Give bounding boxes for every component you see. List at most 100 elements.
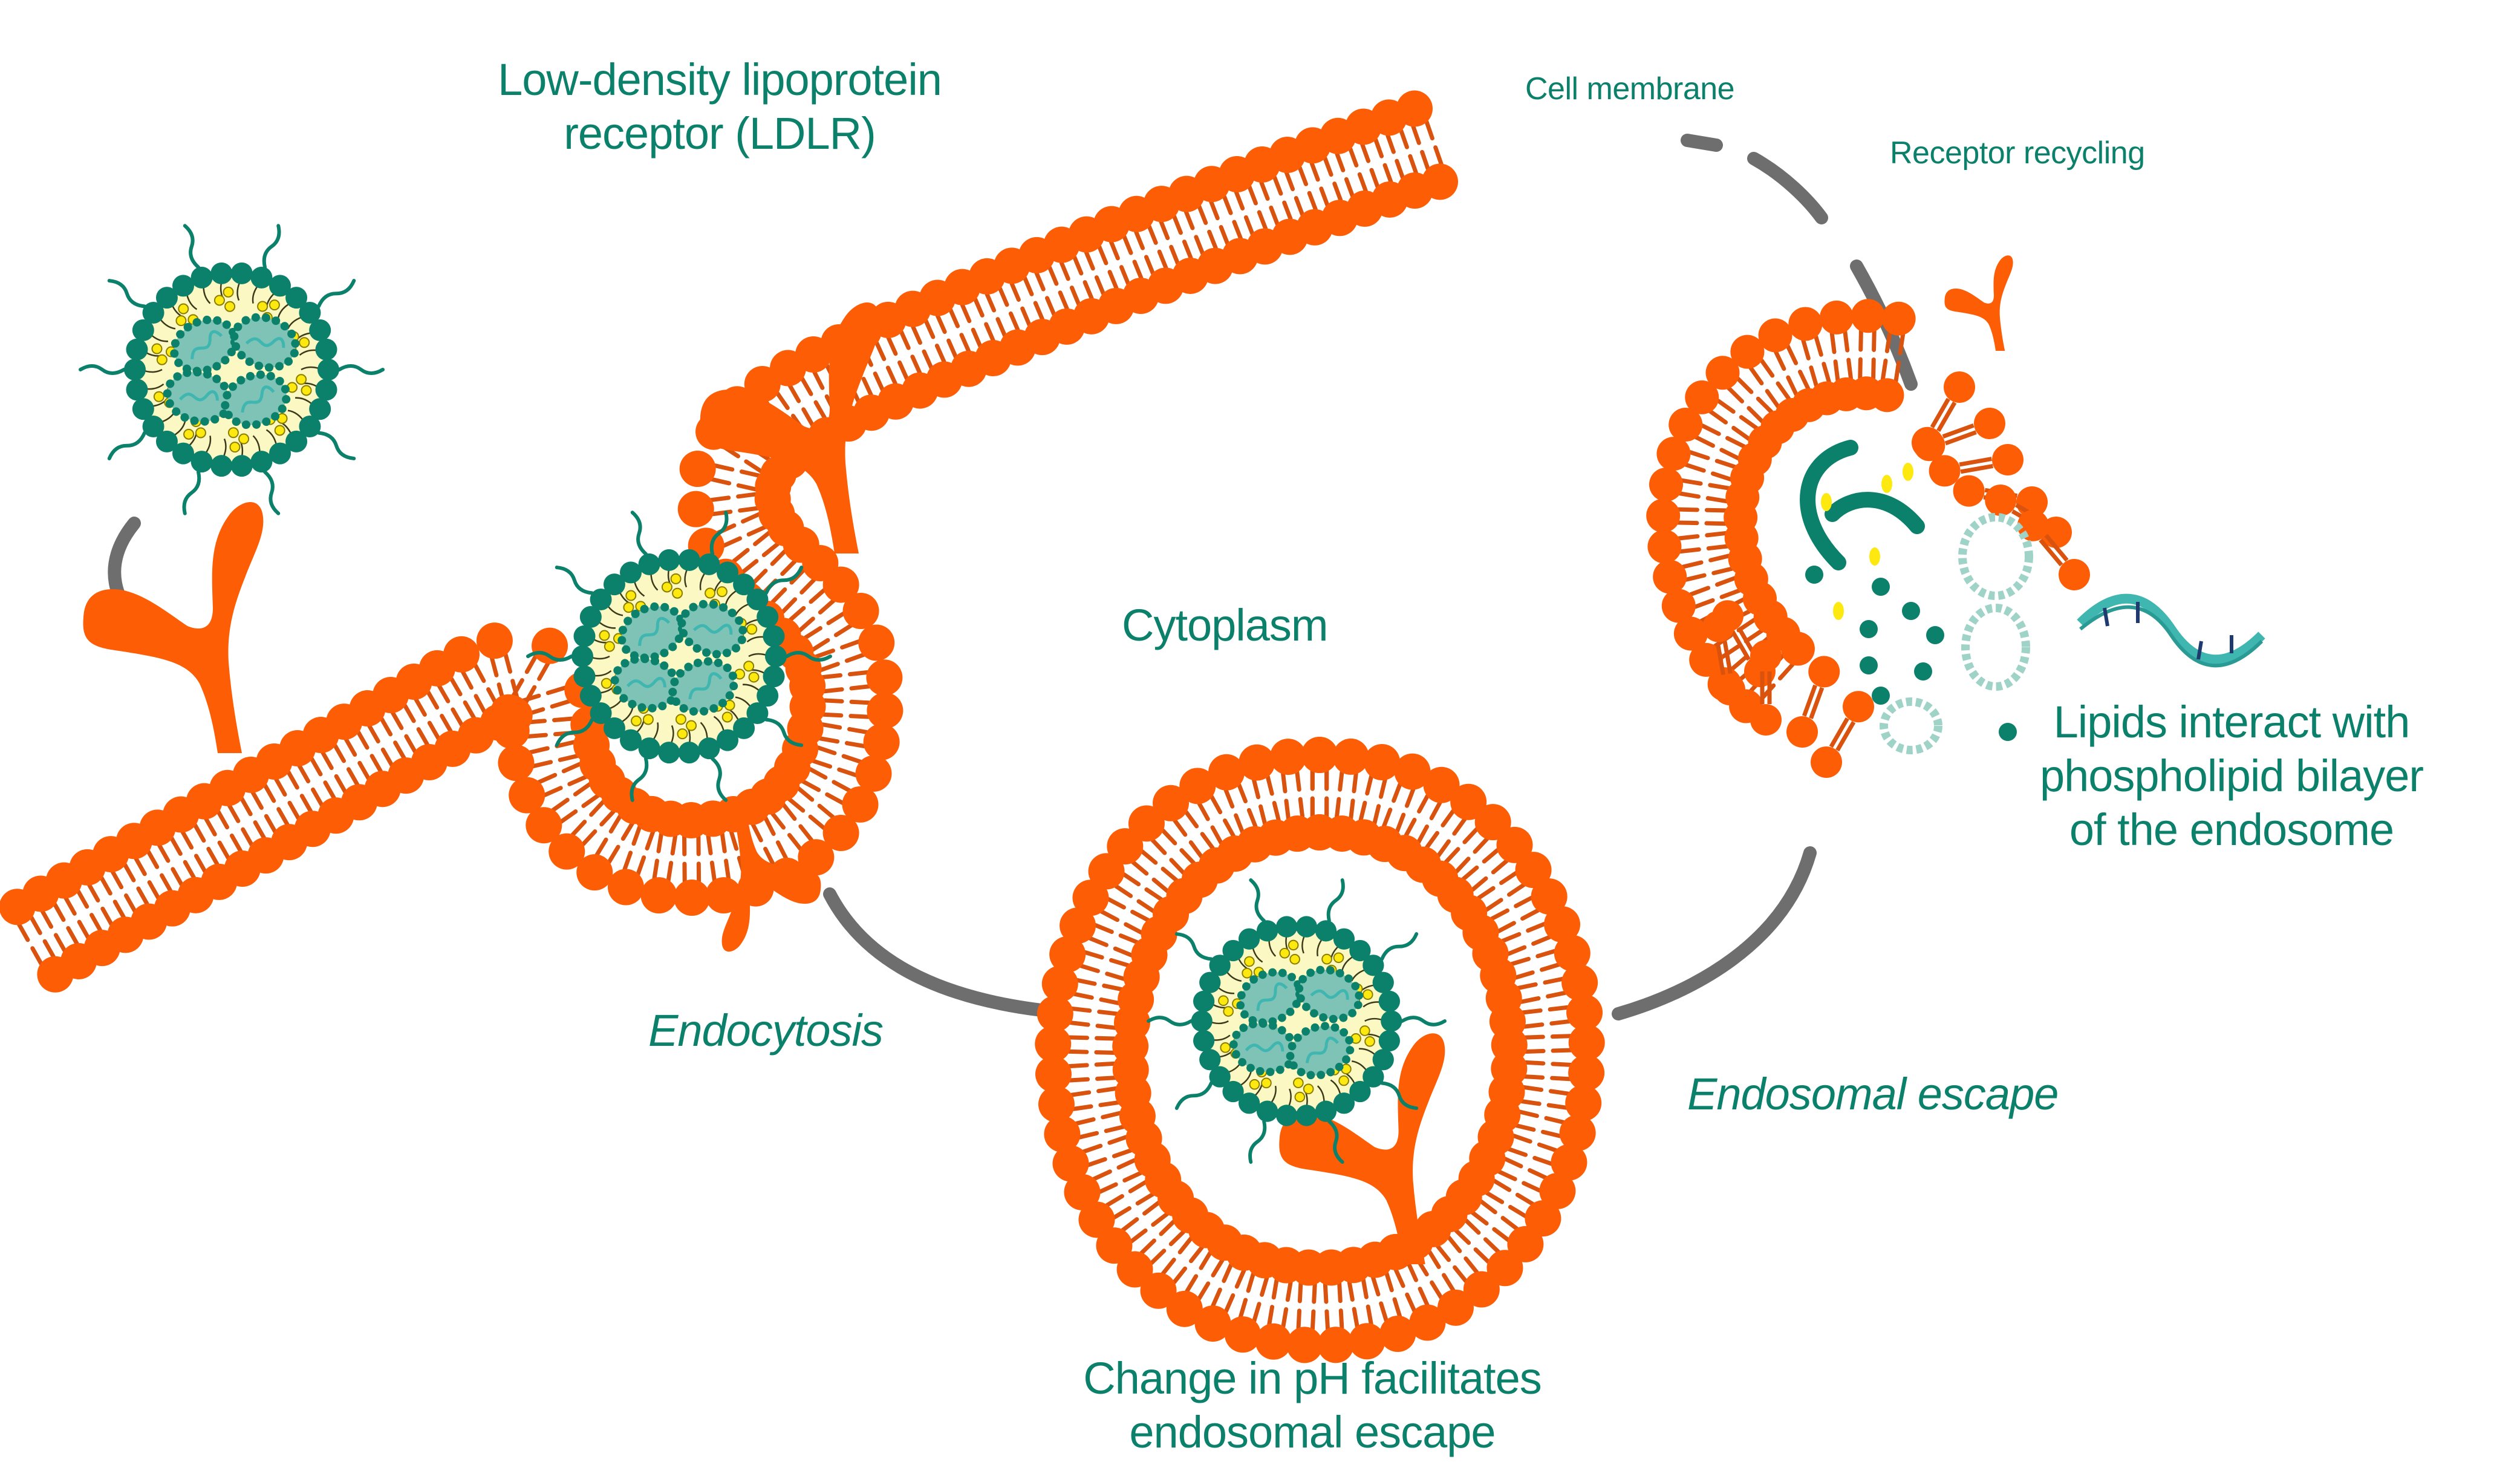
free-phospholipid-icon xyxy=(1929,444,2023,487)
phospholipid-head xyxy=(1301,737,1338,774)
phospholipid-head xyxy=(705,877,742,914)
ionizable-lipid-icon xyxy=(1805,566,1823,584)
phospholipid-head xyxy=(1349,1323,1385,1360)
ph-change-line-2: endosomal escape xyxy=(1129,1406,1496,1457)
phospholipid-head xyxy=(532,627,568,664)
cycle-arrow-icon xyxy=(1681,134,1723,152)
phospholipid-head xyxy=(863,723,900,760)
receptor-recycling-label: Receptor recycling xyxy=(1890,135,2145,171)
ldlr-label-line-1: Low-density lipoprotein xyxy=(498,54,942,105)
endosome-bilayer xyxy=(1035,737,1605,1363)
phospholipid-head xyxy=(674,879,711,916)
ionizable-lipid-icon xyxy=(1999,723,2017,741)
phospholipid-head xyxy=(493,712,530,749)
phospholipid-head xyxy=(1409,1304,1446,1341)
phospholipid-head xyxy=(1208,754,1245,791)
phospholipid-head xyxy=(842,593,879,630)
phospholipid-head xyxy=(1179,768,1216,805)
phospholipid-head xyxy=(1394,753,1431,790)
phospholipid-head xyxy=(1255,1323,1292,1360)
ph-change-line-1: Change in pH facilitates xyxy=(1083,1353,1542,1403)
phospholipid-head xyxy=(1496,826,1533,863)
phospholipid-head xyxy=(858,624,895,661)
phospholipid-head xyxy=(1661,589,1696,623)
phospholipid-head xyxy=(1525,1200,1561,1237)
free-phospholipid-icon xyxy=(1702,610,1745,705)
mrna-icon xyxy=(2077,593,2265,668)
phospholipid-head xyxy=(1364,744,1401,781)
phospholipid-head xyxy=(1544,906,1581,943)
phospholipid-head xyxy=(822,815,859,852)
phospholipid-head xyxy=(1531,878,1568,915)
disassembled-core-icon xyxy=(1958,513,2033,600)
phospholipid-head xyxy=(1685,380,1719,414)
phospholipid-head xyxy=(1035,1056,1072,1092)
phospholipid-head xyxy=(1037,995,1073,1032)
phospholipid-head xyxy=(1072,880,1109,916)
free-phospholipid-icon xyxy=(1811,691,1874,778)
phospholipid-head xyxy=(1507,1226,1544,1262)
phospholipid-head xyxy=(607,869,644,906)
phospholipid-head xyxy=(1088,853,1125,890)
phospholipid-head xyxy=(1140,1272,1177,1309)
phospholipid-head xyxy=(1038,1086,1075,1123)
phospholipid-head xyxy=(1049,936,1086,973)
phospholipid-head xyxy=(1396,90,1433,127)
endosomal-escape-label: Endosomal escape xyxy=(1687,1069,2059,1119)
phospholipid-head xyxy=(1437,1289,1474,1326)
phospholipid-head xyxy=(1656,437,1691,471)
cholesterol-icon xyxy=(1881,475,1892,493)
cholesterol-icon xyxy=(1821,493,1832,511)
phospholipid-head xyxy=(1422,163,1459,200)
disassembled-core-icon xyxy=(1961,604,2030,691)
phospholipid-head xyxy=(1166,1290,1203,1327)
phospholipid-head xyxy=(1225,1316,1262,1353)
phospholipid-head xyxy=(1559,1114,1596,1151)
ionizable-lipid-icon xyxy=(1872,687,1890,705)
ruptured-endosome xyxy=(1646,299,1916,723)
phospholipid-head xyxy=(1044,1115,1081,1152)
phospholipid-head xyxy=(798,839,835,876)
phospholipid-head xyxy=(1881,301,1916,336)
ionizable-lipid-sheet xyxy=(1825,492,1925,534)
lipid-nanoparticle-icon xyxy=(79,224,385,515)
ionizable-lipid-icon xyxy=(1902,602,1920,620)
lipid-nanoparticle-icon xyxy=(1147,878,1447,1164)
phospholipid-head xyxy=(1035,1025,1072,1062)
phospholipid-head xyxy=(1474,804,1511,841)
phospholipid-head xyxy=(1052,1145,1089,1182)
phospholipid-head xyxy=(1116,1251,1153,1288)
phospholipid-head xyxy=(1107,828,1144,865)
phospholipid-head xyxy=(1064,1174,1101,1210)
phospholipid-head xyxy=(1705,356,1740,390)
ph-change-label: Change in pH facilitates endosomal escap… xyxy=(1028,1352,1597,1460)
phospholipid-head xyxy=(1423,766,1460,803)
phospholipid-head xyxy=(1463,1271,1500,1308)
phospholipid-head xyxy=(1301,814,1338,850)
ldlr-receptor-icon xyxy=(1944,255,2013,351)
phospholipid-head xyxy=(549,833,585,870)
phospholipid-head xyxy=(509,777,545,814)
cycle-arrow-icon xyxy=(1747,152,1828,224)
phospholipid-head xyxy=(1286,1327,1323,1363)
cycle-arrow-icon xyxy=(823,887,1048,1017)
phospholipid-head xyxy=(1096,1227,1133,1264)
ldlr-label-line-2: receptor (LDLR) xyxy=(564,108,876,158)
phospholipid-head xyxy=(1317,1327,1354,1363)
disassembled-core-icon xyxy=(1880,697,1942,754)
phospholipid-head xyxy=(1060,907,1096,944)
phospholipid-head xyxy=(1568,1024,1605,1061)
ldlr-receptor-icon xyxy=(83,502,264,753)
phospholipid-head xyxy=(1561,964,1598,1001)
phospholipid-head xyxy=(476,622,513,659)
phospholipid-head xyxy=(526,807,562,844)
cytoplasm-label: Cytoplasm xyxy=(1122,600,1329,650)
lipids-interact-line-1: Lipids interact with xyxy=(2053,697,2411,747)
phospholipid-head xyxy=(576,854,613,891)
phospholipid-head xyxy=(498,745,535,782)
ionizable-lipid-icon xyxy=(1926,626,1944,644)
phospholipid-head xyxy=(1730,335,1765,369)
ionizable-lipid-sheet xyxy=(1800,440,1858,570)
phospholipid-head xyxy=(1041,965,1078,1002)
